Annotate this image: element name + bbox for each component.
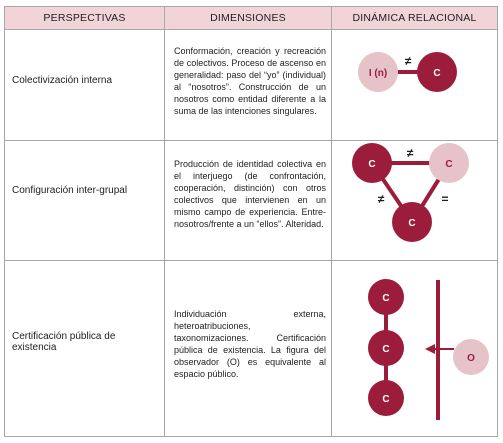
diagram-colectivizacion-interna: I (n) C ≠ [358, 52, 457, 92]
relation-right-equal: = [441, 192, 448, 206]
node-collective-label: C [433, 68, 440, 79]
row2-perspectiva: Configuración inter-grupal [12, 185, 128, 196]
row1-perspectiva: Colectivización interna [12, 75, 113, 86]
node-observer-label: O [467, 353, 475, 364]
row-divider [5, 260, 497, 261]
header-perspectivas: PERSPECTIVAS [5, 7, 164, 29]
row-divider [5, 29, 497, 30]
node-individual [358, 52, 398, 92]
row3-perspectiva: Certificación pública de existencia [12, 331, 116, 353]
header-dinamica-relacional: DINÁMICA RELACIONAL [332, 7, 497, 29]
node-individual-label: I (n) [369, 68, 387, 79]
column-divider [331, 7, 332, 436]
node-bottom-label: C [382, 394, 389, 405]
relation-left-not-equal: ≠ [378, 192, 385, 206]
node-middle-label: C [382, 344, 389, 355]
node-bottom-label: C [408, 218, 415, 229]
relation-not-equal: ≠ [405, 54, 412, 68]
node-collective-middle [368, 330, 404, 366]
node-collective-right [429, 143, 469, 183]
row2-dimensiones: Producción de identidad colectiva en el … [174, 159, 326, 229]
node-collective [417, 52, 457, 92]
node-observer [453, 339, 489, 375]
diagram-configuracion-inter-grupal: C C C ≠ ≠ = [352, 143, 469, 242]
diagram-certificacion-publica: C C C O [368, 279, 489, 420]
relational-dynamics-table: PERSPECTIVAS DIMENSIONES DINÁMICA RELACI… [4, 6, 498, 437]
observer-arrow-head [425, 344, 435, 354]
header-dimensiones: DIMENSIONES [165, 7, 331, 29]
node-top-label: C [382, 293, 389, 304]
node-collective-bottom [368, 380, 404, 416]
column-divider [164, 7, 165, 436]
relation-top-not-equal: ≠ [407, 146, 414, 160]
node-left-label: C [368, 159, 375, 170]
node-collective-bottom [392, 202, 432, 242]
relational-diagrams: I (n) C ≠ C C C ≠ ≠ = C C C [352, 52, 489, 420]
node-collective-top [368, 279, 404, 315]
node-right-label: C [445, 159, 452, 170]
node-collective-left [352, 143, 392, 183]
row3-dimensiones: Individuación externa, heteroatribucione… [174, 309, 326, 379]
row-divider [5, 140, 497, 141]
row1-dimensiones: Conformación, creación y recreación de c… [174, 46, 326, 116]
